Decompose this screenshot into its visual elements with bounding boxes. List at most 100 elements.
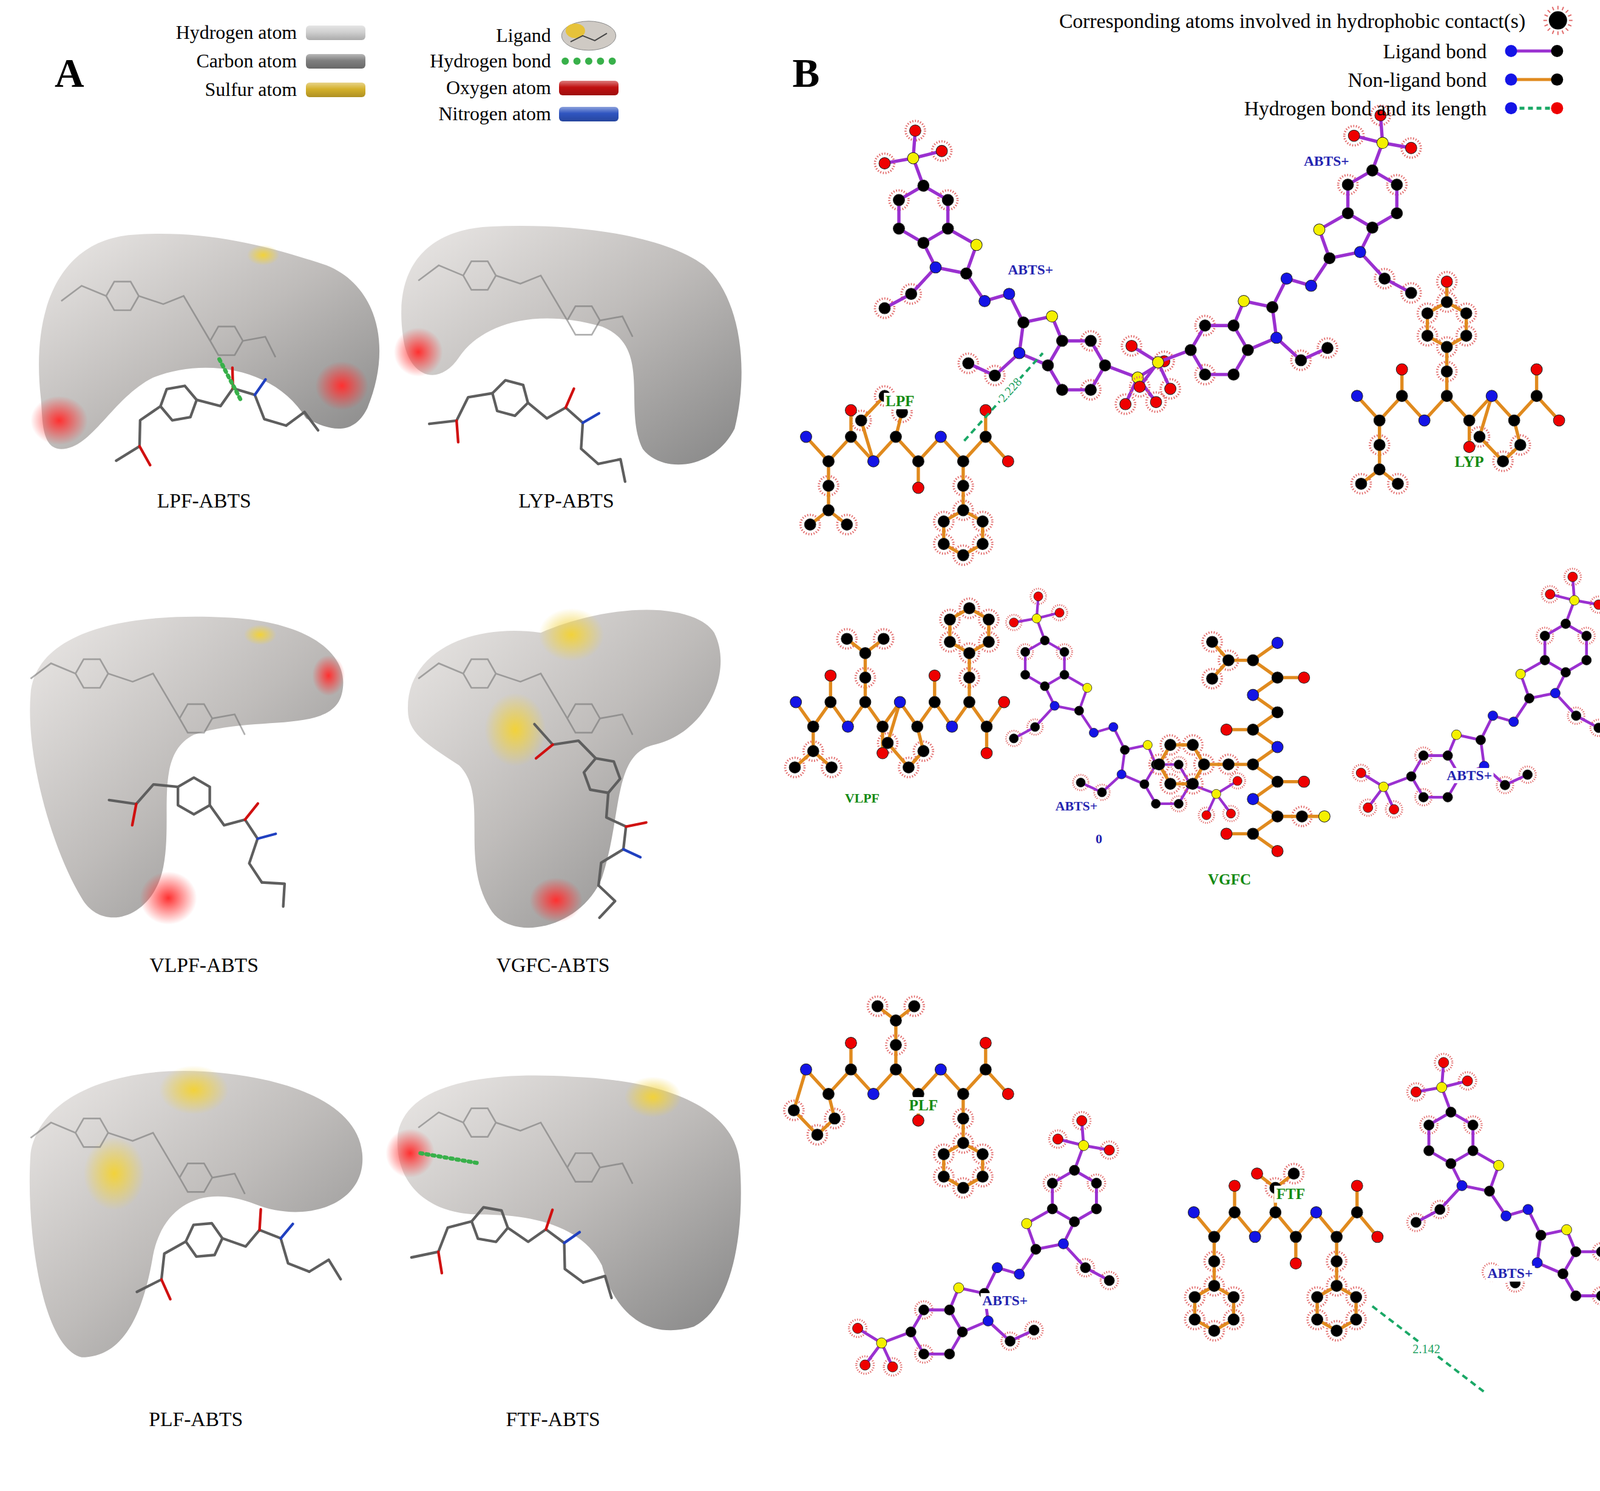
peptide-structure: [800, 386, 1015, 565]
atom: [1099, 359, 1111, 371]
atom: [1571, 710, 1582, 721]
atom: [1410, 1086, 1421, 1097]
atom: [893, 222, 906, 235]
legend-hydrophobic-spike: [1569, 20, 1573, 22]
atom: [1438, 1057, 1449, 1068]
atom: [983, 613, 995, 626]
atom: [1247, 688, 1259, 701]
ligand-name: 0: [1093, 831, 1105, 847]
atom: [1373, 414, 1386, 427]
atom: [1120, 745, 1130, 755]
atom: [1366, 164, 1379, 177]
atom: [1208, 1230, 1221, 1243]
atom: [1570, 1290, 1582, 1301]
ligand-name: ABTS+: [1444, 767, 1494, 784]
atom: [845, 1037, 858, 1049]
atom: [1342, 179, 1354, 191]
atom: [800, 1063, 813, 1075]
atom: [1460, 307, 1472, 320]
hydrophobic-mark: [1204, 1320, 1224, 1341]
atom: [960, 267, 972, 280]
atom: [1484, 1186, 1495, 1197]
atom: [1423, 1119, 1435, 1131]
atom: [1199, 319, 1211, 332]
atom: [1227, 1313, 1240, 1326]
atom: [1033, 591, 1043, 601]
atom: [1052, 1133, 1063, 1145]
atom: [1567, 571, 1578, 582]
legend-hydrophobic-spike: [1565, 27, 1568, 31]
atom: [789, 761, 801, 774]
atom: [1499, 779, 1510, 790]
atom: [1199, 369, 1211, 381]
legend-bond-atom: [1504, 101, 1517, 115]
atom: [1508, 716, 1519, 727]
atom: [823, 455, 835, 467]
atom: [1173, 759, 1184, 770]
atom: [998, 696, 1011, 708]
atom: [845, 430, 858, 443]
hydrophobic-mark: [1115, 394, 1136, 414]
atom: [979, 1037, 992, 1049]
atom: [1085, 335, 1097, 347]
legend-swatch: [559, 80, 618, 96]
abts-structure: [1121, 105, 1421, 399]
atom: [944, 1304, 955, 1315]
legend-hydrophobic-spike: [1562, 30, 1564, 34]
atom: [1350, 1291, 1363, 1303]
atom: [1493, 1159, 1505, 1171]
atom: [1097, 787, 1107, 797]
ligand-icon-body: [561, 21, 616, 51]
atom: [1373, 463, 1386, 476]
atom: [1445, 1158, 1457, 1169]
atom: [979, 1063, 992, 1075]
atom: [1227, 1291, 1240, 1303]
surface-vgfc: [407, 608, 721, 928]
atom: [1418, 414, 1431, 427]
atom: [1351, 390, 1363, 402]
hydrophobic-mark: [1326, 1320, 1347, 1341]
atom: [1005, 1335, 1016, 1347]
atom: [1059, 670, 1069, 680]
atom: [1436, 1082, 1448, 1093]
complex-name: LYP-ABTS: [518, 488, 614, 512]
atom: [829, 1112, 841, 1125]
atom: [918, 1304, 930, 1315]
legend-bond-atom: [1504, 73, 1517, 86]
peptide-structure: [1149, 631, 1331, 857]
atom: [881, 736, 894, 749]
atom: [1013, 347, 1026, 359]
bond: [793, 1069, 807, 1111]
atom: [1271, 332, 1283, 344]
atom: [928, 696, 941, 708]
hydrophobic-mark: [1005, 730, 1022, 747]
atom: [1020, 647, 1031, 657]
atom: [1153, 758, 1165, 771]
peptide-name: PLF: [906, 1096, 940, 1114]
atom: [935, 145, 948, 157]
atom: [1047, 1177, 1058, 1188]
atom: [1475, 735, 1486, 745]
atom: [1249, 1230, 1261, 1243]
atom: [1119, 398, 1132, 410]
legend-text: Sulfur atom: [205, 78, 298, 101]
atom: [957, 504, 969, 516]
atom: [890, 1063, 902, 1075]
atom: [1514, 439, 1526, 451]
atom: [1421, 307, 1434, 320]
atom: [867, 1088, 880, 1100]
atom: [907, 152, 919, 164]
peptide-name: LYP: [1453, 454, 1486, 472]
hydrophobic-mark: [1385, 801, 1403, 818]
atom: [903, 761, 915, 774]
atom: [989, 369, 1001, 382]
atom: [1187, 778, 1199, 790]
legend-text: Hydrogen bond: [429, 50, 551, 72]
atom: [1152, 356, 1165, 368]
atom: [1366, 221, 1379, 234]
atom: [1442, 750, 1453, 761]
atom: [1350, 1313, 1363, 1326]
atom: [953, 1282, 964, 1293]
